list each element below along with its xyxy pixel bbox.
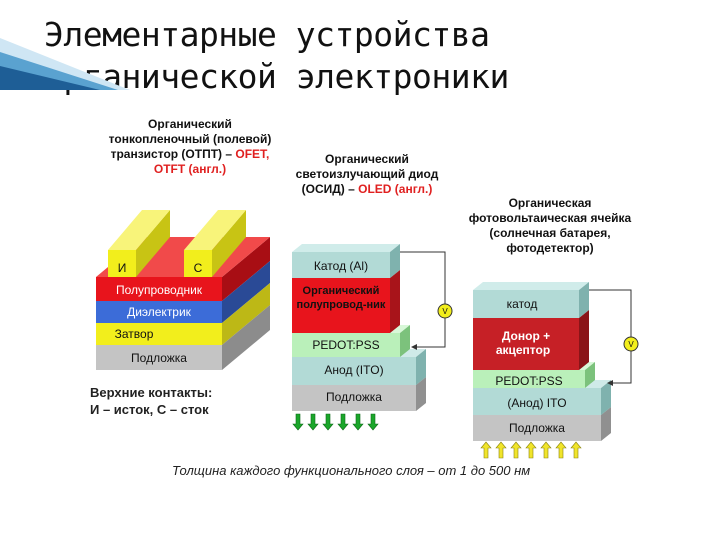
opv-anode-layer (473, 388, 601, 415)
opv-caption-line-3: (солнечная батарея, (489, 226, 611, 240)
ofet-semiconductor-side (222, 237, 270, 301)
oled-caption-line-2: светоизлучающий диод (295, 167, 439, 181)
oled-pedot-label: PEDOT:PSS (312, 338, 379, 352)
opv-light-arrow (480, 441, 492, 459)
opv-cathode-label: катод (507, 297, 538, 311)
ofet-dielectric-label: Диэлектрик (127, 305, 192, 319)
oled-light-arrows (292, 413, 379, 431)
ofet-substrate-side (222, 305, 270, 370)
oled-circuit-wire-top (400, 251, 446, 304)
opv-anode-label: (Анод) ITO (507, 396, 566, 410)
thickness-footnote: Толщина каждого функционального слоя – о… (172, 463, 531, 478)
oled-light-arrow (292, 413, 304, 431)
corner-decoration (0, 38, 130, 90)
ofet-source-label: И (118, 261, 127, 275)
ofet-caption-line-2: тонкопленочный (полевой) (108, 132, 272, 146)
ofet-gate-layer (96, 323, 222, 345)
ofet-caption: Органический тонкопленочный (полевой) тр… (100, 117, 280, 177)
oled-caption-line-1: Органический (325, 152, 409, 166)
ofet-dielectric-side (222, 261, 270, 323)
opv-cathode-layer (473, 290, 579, 318)
ofet-caption-line-3: транзистор (ОТПТ) – OFET, (100, 147, 280, 162)
opv-voltmeter-label: V (628, 340, 634, 349)
ofet-semiconductor-label: Полупроводник (116, 283, 203, 297)
opv-light-arrow (510, 441, 522, 459)
ofet-contacts-note-line-1: Верхние контакты: (90, 385, 213, 400)
opv-pedot-label: PEDOT:PSS (495, 374, 562, 388)
ofet-substrate-layer (96, 345, 222, 370)
opv-light-arrow (495, 441, 507, 459)
opv-caption: Органическая фотовольтаическая ячейка (с… (460, 196, 640, 256)
opv-light-arrow (540, 441, 552, 459)
ofet-caption-ofet: OFET, (235, 147, 270, 161)
opv-caption-line-4: фотодетектор) (506, 241, 594, 255)
oled-light-arrow (322, 413, 334, 431)
oled-light-arrow (352, 413, 364, 431)
opv-circuit-wire-bottom (607, 351, 632, 386)
oled-pedot-layer (292, 333, 400, 357)
opv-active-layer (473, 318, 579, 370)
opv-pedot-layer (473, 370, 585, 388)
opv-device: катод Донор + акцептор PEDOT:PSS (Анод) … (473, 282, 639, 459)
ofet-source-contact (108, 210, 170, 277)
ofet-contacts-note-line-2: И – исток, С – сток (90, 402, 209, 417)
oled-light-arrow (367, 413, 379, 431)
oled-semiconductor-label-2: полупровод-ник (297, 299, 386, 311)
oled-light-arrow (337, 413, 349, 431)
ofet-gate-label: Затвор (115, 327, 154, 341)
ofet-caption-line-1: Органический (148, 117, 232, 131)
oled-cathode-layer (292, 252, 390, 278)
opv-substrate-layer (473, 415, 601, 441)
oled-circuit-wire-bottom (411, 318, 446, 350)
oled-anode-layer (292, 357, 416, 385)
oled-caption: Органический светоизлучающий диод (ОСИД)… (282, 152, 452, 197)
ofet-caption-line-4: OTFT (англ.) (153, 162, 227, 176)
ofet-dielectric-layer (96, 301, 222, 323)
opv-caption-line-2: фотовольтаическая ячейка (468, 211, 632, 225)
oled-caption-line-3-text: (ОСИД) – (301, 182, 359, 196)
oled-light-arrow (307, 413, 319, 431)
oled-semiconductor-layer (292, 278, 390, 333)
opv-active-label-2: акцептор (496, 343, 550, 357)
opv-circuit-wire-top (589, 289, 632, 337)
opv-substrate-label: Подложка (509, 421, 565, 435)
oled-cathode-label: Катод (Al) (314, 259, 368, 273)
ofet-device: И С Полупроводник Диэлектрик Затвор Подл… (96, 210, 270, 370)
ofet-semiconductor-layer (96, 277, 222, 301)
ofet-substrate-label: Подложка (131, 351, 187, 365)
slide-title-line-1: Элементарные устройства (44, 15, 490, 54)
ofet-caption-line-3-text: транзистор (ОТПТ) – (110, 147, 236, 161)
ofet-gate-side (222, 283, 270, 345)
opv-active-label-1: Донор + (502, 329, 550, 343)
opv-light-arrow (570, 441, 582, 459)
opv-caption-line-1: Органическая (508, 196, 592, 210)
opv-light-arrow (525, 441, 537, 459)
oled-voltmeter-label: V (442, 307, 448, 316)
oled-device: Катод (Al) Органический полупровод-ник P… (292, 244, 453, 431)
oled-caption-oled: OLED (англ.) (358, 182, 433, 196)
opv-light-arrows (480, 441, 582, 459)
oled-semiconductor-label-1: Органический (303, 285, 380, 297)
oled-substrate-layer (292, 385, 416, 411)
oled-caption-line-3: (ОСИД) – OLED (англ.) (282, 182, 452, 197)
ofet-drain-label: С (194, 261, 203, 275)
slide-title: Элементарные устройства органической эле… (44, 14, 509, 98)
oled-substrate-label: Подложка (326, 390, 382, 404)
oled-voltmeter (437, 303, 453, 319)
oled-anode-label: Анод (ITO) (324, 363, 383, 377)
ofet-drain-contact (184, 210, 246, 277)
opv-voltmeter (623, 336, 639, 352)
opv-light-arrow (555, 441, 567, 459)
ofet-contacts-note: Верхние контакты: И – исток, С – сток (90, 384, 212, 418)
